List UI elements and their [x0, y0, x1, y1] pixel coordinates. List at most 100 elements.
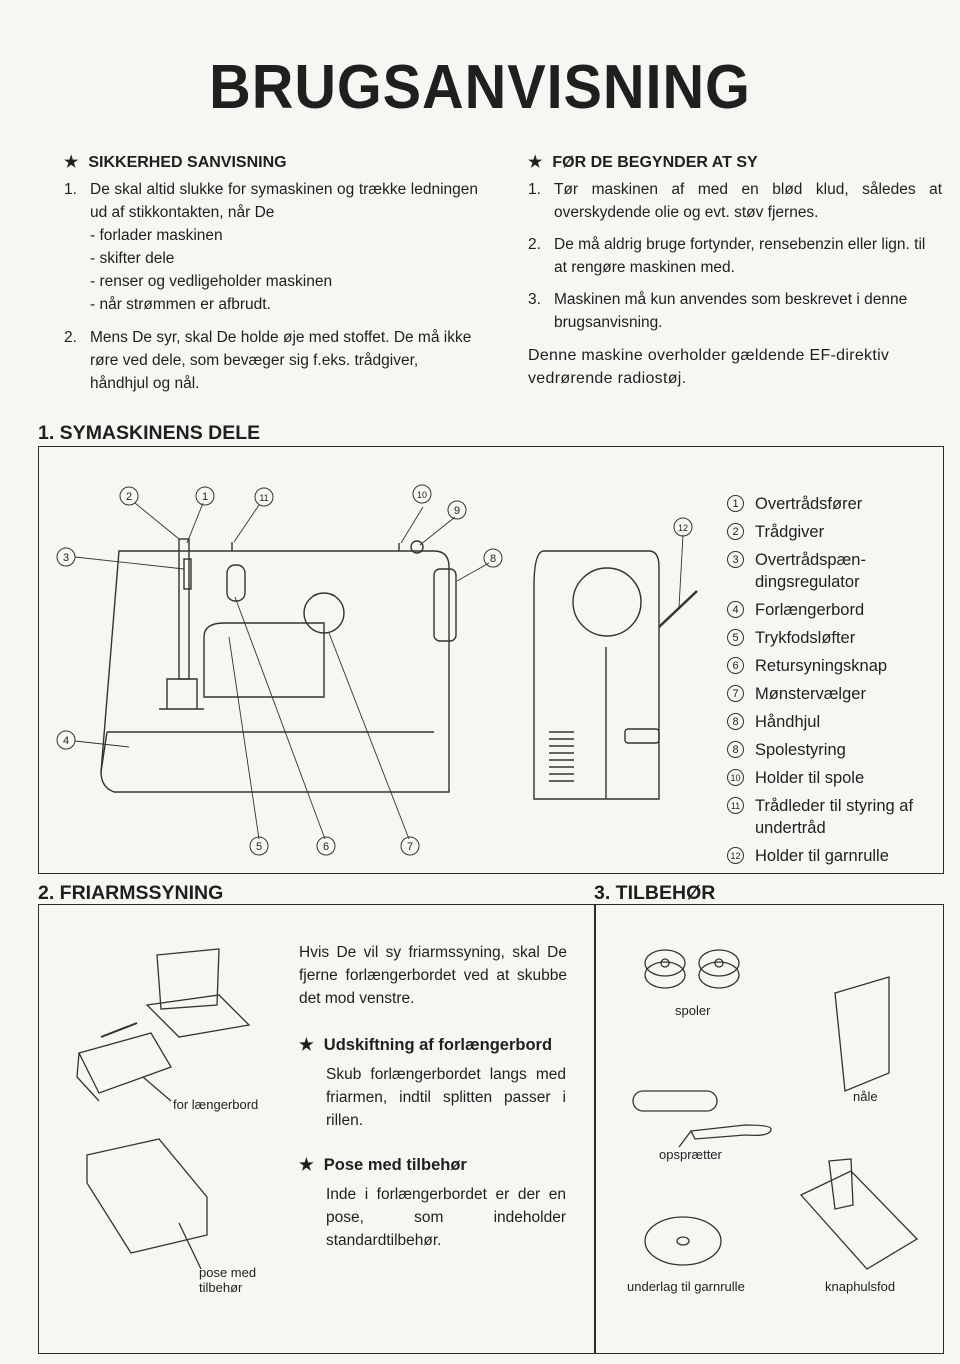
safety-item-1: 1.De skal altid slukke for symaskinen og… [64, 178, 478, 316]
star-icon: ★ [299, 1156, 314, 1174]
bobbin-icon [644, 949, 740, 989]
needle-pack-icon [834, 976, 890, 1092]
machine-arm [156, 948, 220, 1010]
callout-3: 3 [56, 547, 76, 567]
safety-bullet: - når strømmen er afbrudt. [90, 296, 271, 313]
callout-9: 9 [447, 500, 467, 520]
callout-7: 7 [400, 836, 420, 856]
section-2-heading: 2. FRIARMSSYNING [38, 882, 224, 904]
machine-body [100, 550, 450, 793]
svg-text:2: 2 [126, 491, 132, 503]
star-icon: ★ [528, 154, 543, 171]
svg-text:5: 5 [256, 841, 262, 853]
free-arm-opening [203, 622, 325, 698]
machine-side-view [533, 550, 660, 800]
free-arm [145, 994, 251, 1038]
before-item: 2.De må aldrig bruge fortynder, renseben… [528, 236, 926, 276]
pouch-table [86, 1138, 208, 1254]
svg-text:6: 6 [323, 841, 329, 853]
section-3-heading: 3. TILBEHØR [594, 882, 716, 904]
page-title: BRUGSANVISNING [209, 53, 751, 122]
vent-grille [549, 731, 574, 782]
safety-bullet: - forlader maskinen [90, 227, 223, 244]
handwheel [433, 568, 457, 642]
svg-text:7: 7 [407, 841, 413, 853]
presser-foot [159, 678, 204, 710]
free-arm-illustration [76, 948, 251, 1270]
sub-text-table: Skub forlængerbordet langs med friarmen,… [326, 1066, 566, 1129]
free-arm-intro: Hvis De vil sy friarmssyning, skal De fj… [299, 944, 567, 1007]
arrow-left-right-icon [100, 1022, 138, 1038]
buttonhole-foot-icon [799, 1158, 919, 1270]
pattern-dial [303, 592, 345, 634]
callout-11: 11 [254, 487, 274, 507]
safety-bullet: - skifter dele [90, 250, 175, 267]
before-item: 1.Tør maskinen af med en blød klud, såle… [528, 181, 942, 221]
svg-text:11: 11 [259, 493, 268, 503]
svg-text:9: 9 [454, 505, 460, 517]
callout-2: 2 [119, 486, 139, 506]
svg-text:8: 8 [490, 553, 496, 565]
svg-text:3: 3 [63, 552, 69, 564]
sub-text-pouch: Inde i forlængerbordet er der en pose, s… [326, 1186, 566, 1249]
caption-bobbins: spoler [675, 1003, 711, 1018]
free-arm-box: for længerbord pose med tilbehør Hvis De… [38, 904, 596, 1354]
seam-ripper-icon [632, 1090, 772, 1148]
machine-diagram: 2 1 11 3 4 5 6 7 10 9 8 12 [56, 484, 698, 856]
star-icon: ★ [64, 154, 79, 171]
caption-spool-underlay: underlag til garnrulle [627, 1279, 745, 1294]
svg-text:12: 12 [678, 523, 688, 533]
svg-text:1: 1 [202, 491, 208, 503]
safety-item-2: 2.Mens De syr, skal De holde øje med sto… [64, 329, 472, 392]
ef-directive-note: Denne maskine overholder gældende EF-dir… [528, 347, 890, 387]
safety-heading: ★SIKKERHED SANVISNING [64, 154, 287, 171]
extension-table [100, 731, 434, 773]
side-handwheel [572, 567, 642, 637]
safety-section: ★SIKKERHED SANVISNING 1.De skal altid sl… [64, 152, 478, 395]
callout-5: 5 [249, 836, 269, 856]
power-switch [624, 728, 660, 744]
spool-underlay-icon [644, 1216, 722, 1266]
svg-text:4: 4 [63, 735, 69, 747]
before-heading: ★FØR DE BEGYNDER AT SY [528, 154, 758, 171]
tension-dial [183, 558, 192, 590]
caption-buttonhole-foot: knaphulsfod [825, 1279, 896, 1294]
before-section: ★FØR DE BEGYNDER AT SY 1.Tør maskinen af… [528, 152, 942, 390]
spool-holder [658, 590, 698, 628]
caption-pouch: pose med tilbehør [199, 1265, 257, 1295]
accessories-box: spoler nåle opsprætter underlag til garn… [594, 904, 944, 1354]
accessories-illustration [632, 949, 919, 1270]
bobbin-guide [226, 564, 246, 602]
callout-10: 10 [412, 484, 432, 504]
callout-1: 1 [195, 486, 215, 506]
section-1-heading: 1. SYMASKINENS DELE [38, 422, 261, 444]
star-icon: ★ [299, 1036, 314, 1054]
caption-seam-ripper: opsprætter [659, 1147, 722, 1162]
caption-needles: nåle [853, 1089, 878, 1104]
sub-heading-pouch: ★Pose med tilbehør [299, 1156, 467, 1174]
callout-4: 4 [56, 730, 76, 750]
callout-8: 8 [483, 548, 503, 568]
callout-12: 12 [673, 517, 693, 537]
callout-6: 6 [316, 836, 336, 856]
bobbin-winder [410, 540, 424, 554]
sub-heading-table: ★Udskiftning af forlængerbord [299, 1036, 553, 1054]
safety-bullet: - renser og vedligeholder maskinen [90, 273, 333, 290]
before-item: 3.Maskinen må kun anvendes som beskrevet… [528, 291, 908, 331]
svg-text:10: 10 [417, 490, 427, 500]
caption-extension-table: for længerbord [173, 1097, 259, 1112]
